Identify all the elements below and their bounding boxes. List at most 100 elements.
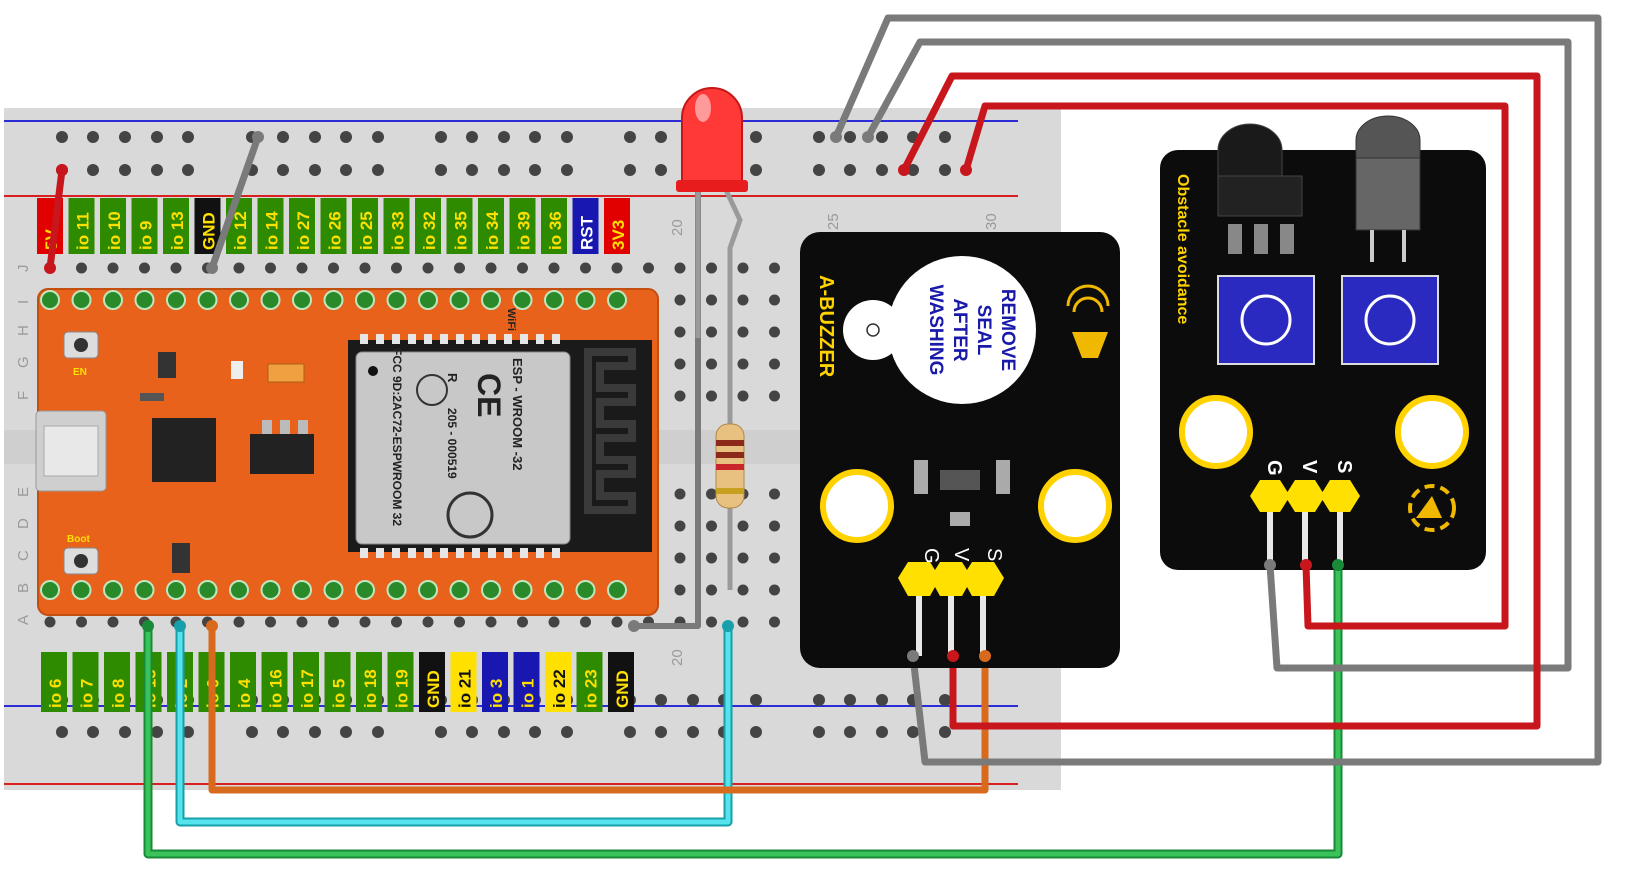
terminal-hole[interactable] [674,584,686,596]
terminal-hole[interactable] [769,294,780,306]
rail-hole[interactable] [907,164,919,176]
terminal-hole[interactable] [769,262,780,274]
rail-hole[interactable] [939,131,951,143]
potentiometer-1-knob-icon[interactable] [1240,294,1292,346]
rail-hole[interactable] [876,131,888,143]
terminal-hole[interactable] [737,584,749,596]
rail-hole[interactable] [435,131,447,143]
terminal-hole[interactable] [706,358,717,370]
terminal-hole[interactable] [391,616,402,628]
rail-hole[interactable] [277,131,289,143]
rail-hole[interactable] [466,726,478,738]
rail-hole[interactable] [939,164,951,176]
rail-hole[interactable] [435,164,447,176]
terminal-hole[interactable] [643,262,654,274]
terminal-hole[interactable] [328,616,339,628]
rail-hole[interactable] [624,131,636,143]
terminal-hole[interactable] [422,262,434,274]
terminal-hole[interactable] [769,390,780,402]
terminal-hole[interactable] [769,358,780,370]
rail-hole[interactable] [87,726,99,738]
potentiometer-2-knob-icon[interactable] [1364,294,1416,346]
rail-hole[interactable] [561,131,573,143]
rail-hole[interactable] [529,164,541,176]
terminal-hole[interactable] [139,262,150,274]
buzzer-header-g[interactable] [898,562,940,596]
terminal-hole[interactable] [737,262,749,274]
terminal-hole[interactable] [706,520,717,532]
rail-hole[interactable] [56,131,68,143]
rail-hole[interactable] [844,726,856,738]
rail-hole[interactable] [87,131,99,143]
terminal-hole[interactable] [548,616,560,628]
rail-hole[interactable] [498,131,510,143]
terminal-hole[interactable] [737,552,749,564]
terminal-hole[interactable] [296,616,308,628]
rail-hole[interactable] [561,164,573,176]
rail-hole[interactable] [182,726,194,738]
terminal-hole[interactable] [769,520,780,532]
terminal-hole[interactable] [737,616,749,628]
rail-hole[interactable] [813,694,825,706]
terminal-hole[interactable] [580,616,591,628]
rail-hole[interactable] [87,164,99,176]
rail-hole[interactable] [876,164,888,176]
terminal-hole[interactable] [580,262,591,274]
rail-hole[interactable] [151,131,163,143]
rail-hole[interactable] [498,164,510,176]
rail-hole[interactable] [876,694,888,706]
terminal-hole[interactable] [674,520,686,532]
terminal-hole[interactable] [706,584,717,596]
rail-hole[interactable] [277,726,289,738]
en-button-cap[interactable] [74,338,88,352]
rail-hole[interactable] [435,726,447,738]
rail-hole[interactable] [529,131,541,143]
terminal-hole[interactable] [706,294,717,306]
rail-hole[interactable] [372,164,384,176]
obstacle-header-v[interactable] [1285,480,1325,512]
rail-hole[interactable] [750,164,762,176]
terminal-hole[interactable] [359,262,371,274]
rail-hole[interactable] [529,726,541,738]
terminal-hole[interactable] [265,262,276,274]
terminal-hole[interactable] [737,294,749,306]
terminal-hole[interactable] [76,262,87,274]
rail-hole[interactable] [119,726,131,738]
rail-hole[interactable] [624,164,636,176]
terminal-hole[interactable] [737,326,749,338]
rail-hole[interactable] [372,131,384,143]
rail-hole[interactable] [907,726,919,738]
rail-hole[interactable] [246,726,258,738]
terminal-hole[interactable] [170,262,182,274]
terminal-hole[interactable] [706,552,717,564]
rail-hole[interactable] [844,694,856,706]
rail-hole[interactable] [876,726,888,738]
rail-hole[interactable] [655,164,667,176]
potentiometer-1[interactable] [1217,275,1315,365]
terminal-hole[interactable] [737,390,749,402]
rail-hole[interactable] [309,131,321,143]
terminal-hole[interactable] [674,294,686,306]
terminal-hole[interactable] [769,552,780,564]
terminal-hole[interactable] [674,358,686,370]
rail-hole[interactable] [655,694,667,706]
rail-hole[interactable] [340,131,352,143]
terminal-hole[interactable] [485,262,497,274]
terminal-hole[interactable] [328,262,339,274]
terminal-hole[interactable] [454,262,465,274]
boot-button-cap[interactable] [74,554,88,568]
rail-hole[interactable] [340,726,352,738]
terminal-hole[interactable] [485,616,497,628]
rail-hole[interactable] [119,131,131,143]
rail-hole[interactable] [498,726,510,738]
terminal-hole[interactable] [737,358,749,370]
rail-hole[interactable] [309,164,321,176]
buzzer-header-v[interactable] [930,562,972,596]
rail-hole[interactable] [655,131,667,143]
rail-hole[interactable] [624,726,636,738]
terminal-hole[interactable] [769,326,780,338]
rail-hole[interactable] [750,694,762,706]
terminal-hole[interactable] [769,584,780,596]
terminal-hole[interactable] [706,326,717,338]
terminal-hole[interactable] [391,262,402,274]
